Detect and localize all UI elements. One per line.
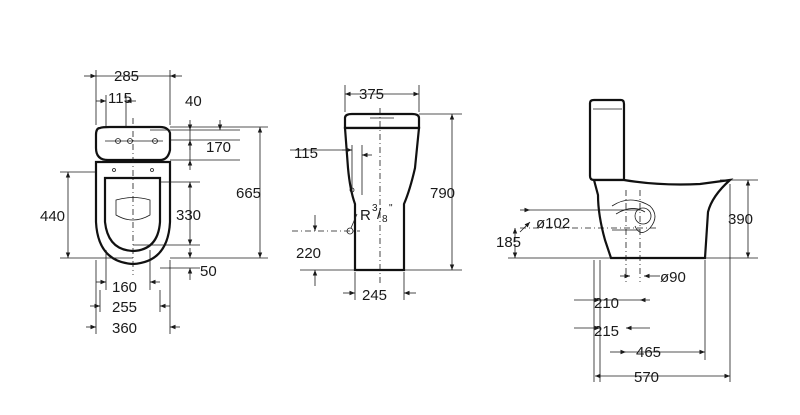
dim-440: 440 — [40, 208, 65, 225]
dim-360: 360 — [112, 320, 137, 337]
dim-665: 665 — [236, 185, 261, 202]
dim-255: 255 — [112, 299, 137, 316]
dim-210: 210 — [594, 295, 619, 312]
dim-245: 245 — [362, 287, 387, 304]
pipe-thread-sup: 3 — [372, 203, 378, 214]
dim-215: 215 — [594, 323, 619, 340]
dim-375: 375 — [359, 86, 384, 103]
side-view: 375 115 790 R 3 / 8 " 220 245 — [290, 85, 462, 304]
dim-40: 40 — [185, 93, 202, 110]
dim-115: 115 — [108, 90, 132, 107]
tank-outline — [94, 125, 172, 162]
profile-tank — [588, 98, 626, 182]
dim-465: 465 — [636, 344, 661, 361]
dim-790: 790 — [430, 185, 455, 202]
dim-50: 50 — [200, 263, 217, 280]
side-tank-outline — [343, 112, 421, 130]
profile-view: ø102 390 185 ø90 210 215 465 570 — [496, 98, 758, 386]
dim-285: 285 — [114, 68, 139, 85]
front-view: 285 115 40 170 665 440 330 — [40, 68, 268, 337]
dim-390: 390 — [728, 211, 753, 228]
dim-185: 185 — [496, 234, 521, 251]
dim-160: 160 — [112, 279, 137, 296]
pipe-thread-sub: 8 — [382, 214, 388, 225]
side-tank-body — [343, 126, 421, 272]
outlet-circle — [634, 207, 652, 225]
pipe-thread-slash: / — [377, 206, 382, 223]
fixing-hole — [127, 138, 133, 144]
profile-bowl — [592, 178, 734, 260]
dim-330: 330 — [176, 207, 201, 224]
fixing-hole — [152, 138, 158, 144]
fixing-hole — [115, 138, 121, 144]
dim-170: 170 — [206, 139, 231, 156]
pipe-thread-label: R — [360, 207, 371, 224]
pipe-thread-mark: " — [389, 203, 393, 214]
dim-570: 570 — [634, 369, 659, 386]
dim-diameter-90: ø90 — [660, 269, 686, 286]
dim-220: 220 — [296, 245, 321, 262]
inlet-point — [346, 227, 354, 235]
dim-diameter-102: ø102 — [536, 215, 570, 232]
dim-115: 115 — [294, 145, 318, 162]
